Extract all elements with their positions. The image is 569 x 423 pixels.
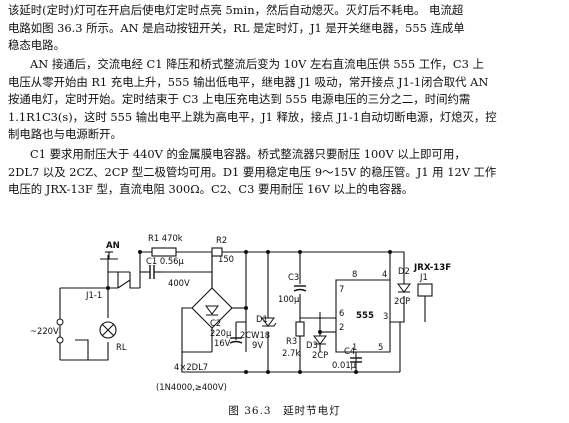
relay-contact-switch (117, 279, 131, 289)
label-c2: C2 (210, 318, 221, 328)
label-d3-part: 2CP (312, 350, 328, 360)
resistor-r1 (151, 247, 177, 257)
text-line: 1.1R1C3(s)，这时 555 输出电平上跳为高电平，J1 释放，接点 J1… (8, 109, 497, 124)
junction-dot (266, 370, 270, 374)
diode-d2 (397, 283, 411, 293)
capacitor-c3 (293, 285, 307, 292)
junction-dot (298, 370, 302, 374)
resistor-r3 (295, 321, 305, 337)
circuit-svg: AN J1-1 ~220V RL R1 470k C1 0.56μ 400V R… (30, 233, 451, 392)
text-line: 按通电灯，定时开始。定时结束于 C3 上电压充电达到 555 电源电压的三分之二… (8, 92, 471, 107)
text-line: 该延时(定时)灯可在开启后使电灯定时点亮 5min，然后自动熄灭。灭灯后不耗电。… (8, 3, 464, 17)
text-line: C1 要求用耐压大于 440V 的金属膜电容器。桥式整流器只要耐压 100V 以… (30, 147, 466, 161)
text-line: 2DL7 以及 2CZ、2CP 型二极管均可用。D1 要用稳定电压 9～15V … (8, 164, 497, 179)
text-line: 制电路也与电源断开。 (8, 127, 122, 142)
figure-caption: 图 36.3 延时节电灯 (228, 405, 341, 417)
junction-dot (388, 250, 392, 254)
capacitor-c2 (229, 337, 243, 344)
label-rl: RL (116, 342, 127, 352)
label-555: 555 (356, 311, 374, 321)
junction-dot (244, 306, 248, 310)
label-d1: D1 (256, 314, 268, 324)
resistor-r2 (211, 247, 223, 257)
junction-dot (266, 250, 270, 254)
label-d1-part: 2CW18 (240, 330, 270, 340)
label-d3: D3 (306, 340, 318, 350)
label-c2-value: 220μ (210, 328, 232, 338)
bridge-rectifier (205, 305, 219, 316)
label-j11: J1-1 (85, 290, 102, 300)
label-supply: ~220V (30, 326, 59, 336)
text-line: 稳态电路。 (8, 38, 65, 53)
supply-terminal (56, 336, 64, 344)
pin-label-5: 5 (378, 342, 383, 352)
relay-coil-j1 (417, 283, 433, 297)
label-r1: R1 470k (148, 233, 183, 243)
text-line: 电压的 JRX-13F 型，直流电阻 300Ω。C2、C3 要用耐压 16V 以… (8, 182, 414, 197)
label-d2-part: 2CP (394, 296, 410, 306)
label-r2-value: 150 (218, 254, 234, 264)
text-line: 电路如图 36.3 所示。AN 是启动按钮开关，RL 是定时灯，J1 是开关继电… (8, 20, 465, 35)
label-d2: D2 (398, 266, 410, 276)
junction-dot (354, 370, 358, 374)
push-button-switch (100, 251, 118, 260)
label-c4: C4 (344, 346, 355, 356)
capacitor-c1 (149, 265, 155, 279)
paragraph-intro: 该延时(定时)灯可在开启后使电灯定时点亮 5min，然后自动熄灭。灭灯后不耗电。… (8, 2, 560, 55)
junction-dot (298, 250, 302, 254)
pin-label-4: 4 (382, 269, 387, 279)
zener-diode-d1 (261, 317, 277, 327)
label-c4-value: 0.01μ (332, 360, 357, 370)
lamp-symbol (99, 321, 117, 339)
label-d1-voltage: 9V (252, 340, 263, 350)
label-relay-model: JRX-13F (413, 263, 451, 273)
pin-label-3: 3 (383, 311, 388, 321)
label-bridge: 4×2DL7 (174, 362, 208, 372)
paragraph-operation: AN 接通后，交流电经 C1 降压和桥式整流后变为 10V 左右直流电压供 55… (8, 56, 560, 144)
pin-label-1: 1 (352, 342, 357, 352)
label-an: AN (106, 241, 120, 251)
pin-label-7: 7 (339, 284, 344, 294)
label-c2-voltage: 16V (214, 338, 231, 348)
junction-dot (106, 286, 110, 290)
supply-terminal (56, 318, 64, 326)
pin-label-8: 8 (352, 269, 357, 279)
label-c3-value: 100μ (278, 294, 300, 304)
junction-dot (318, 330, 322, 334)
label-r3-value: 2.7k (282, 348, 300, 358)
label-r3: R3 (286, 336, 297, 346)
pin-label-2: 2 (339, 322, 344, 332)
capacitor-c4 (350, 357, 362, 363)
paragraph-components: C1 要求用耐压大于 440V 的金属膜电容器。桥式整流器只要耐压 100V 以… (8, 146, 560, 199)
diode-d3 (313, 335, 327, 345)
text-line: 电压从零开始由 R1 充电上升，555 输出低电平，继电器 J1 吸动，常开接点… (8, 74, 489, 89)
junction-dot (138, 250, 142, 254)
label-j1: J1 (419, 272, 428, 282)
pin-label-6: 6 (339, 308, 344, 318)
circuit-diagram: AN J1-1 ~220V RL R1 470k C1 0.56μ 400V R… (0, 222, 569, 398)
label-bridge-note: (1N4000,≥400V) (156, 382, 227, 392)
label-c1-voltage: 400V (168, 278, 190, 288)
label-r2: R2 (216, 235, 227, 245)
junction-dot (244, 250, 248, 254)
text-line: AN 接通后，交流电经 C1 降压和桥式整流后变为 10V 左右直流电压供 55… (30, 57, 484, 71)
junction-dot (244, 370, 248, 374)
label-c3: C3 (288, 272, 299, 282)
label-c1: C1 0.56μ (146, 256, 184, 266)
